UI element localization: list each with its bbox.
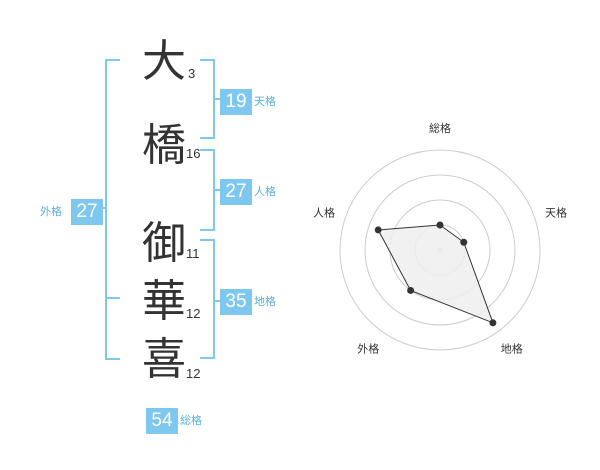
radar-polygon bbox=[377, 224, 494, 324]
chikaku-bracket bbox=[200, 238, 220, 362]
radar-ring bbox=[364, 174, 516, 326]
radar-axis-label-4: 外格 bbox=[357, 342, 379, 356]
chikaku-badge: 35 bbox=[220, 289, 252, 315]
gaikaku-label: 外格 bbox=[40, 205, 62, 218]
jinkaku-badge: 27 bbox=[220, 179, 252, 205]
name-char-1: 大 bbox=[142, 36, 186, 87]
radar-point-4 bbox=[407, 286, 415, 294]
tenkaku-label: 天格 bbox=[254, 95, 276, 108]
stroke-count-2: 16 bbox=[186, 146, 201, 161]
name-char-3: 御 bbox=[142, 218, 186, 269]
tenkaku-badge: 19 bbox=[220, 89, 252, 115]
jinkaku-bracket bbox=[200, 148, 220, 234]
stroke-count-3: 11 bbox=[186, 246, 200, 261]
name-char-4: 華 bbox=[142, 276, 186, 327]
radar-axis-label-1: 総格 bbox=[429, 121, 451, 135]
stroke-count-4: 12 bbox=[186, 306, 201, 321]
stroke-count-5: 12 bbox=[186, 366, 201, 381]
jinkaku-label: 人格 bbox=[254, 185, 276, 198]
soukaku-badge: 54 bbox=[146, 408, 178, 434]
radar-point-1 bbox=[436, 221, 444, 229]
soukaku-label: 総格 bbox=[180, 414, 202, 427]
radar-axis-label-2: 天格 bbox=[545, 205, 567, 219]
radar-ring bbox=[339, 149, 541, 351]
radar-point-5 bbox=[374, 226, 382, 234]
name-char-5: 喜 bbox=[142, 334, 186, 385]
gaikaku-badge: 27 bbox=[71, 199, 103, 225]
chikaku-label: 地格 bbox=[254, 295, 276, 308]
radar-axis-label-3: 地格 bbox=[501, 342, 523, 356]
gaikaku-bracket bbox=[100, 58, 130, 363]
radar-axis-label-5: 人格 bbox=[313, 205, 335, 219]
tenkaku-bracket bbox=[200, 58, 220, 142]
radar-point-2 bbox=[460, 238, 468, 246]
name-char-2: 橋 bbox=[142, 120, 186, 171]
stroke-count-1: 3 bbox=[188, 66, 196, 81]
radar-point-3 bbox=[489, 319, 497, 327]
